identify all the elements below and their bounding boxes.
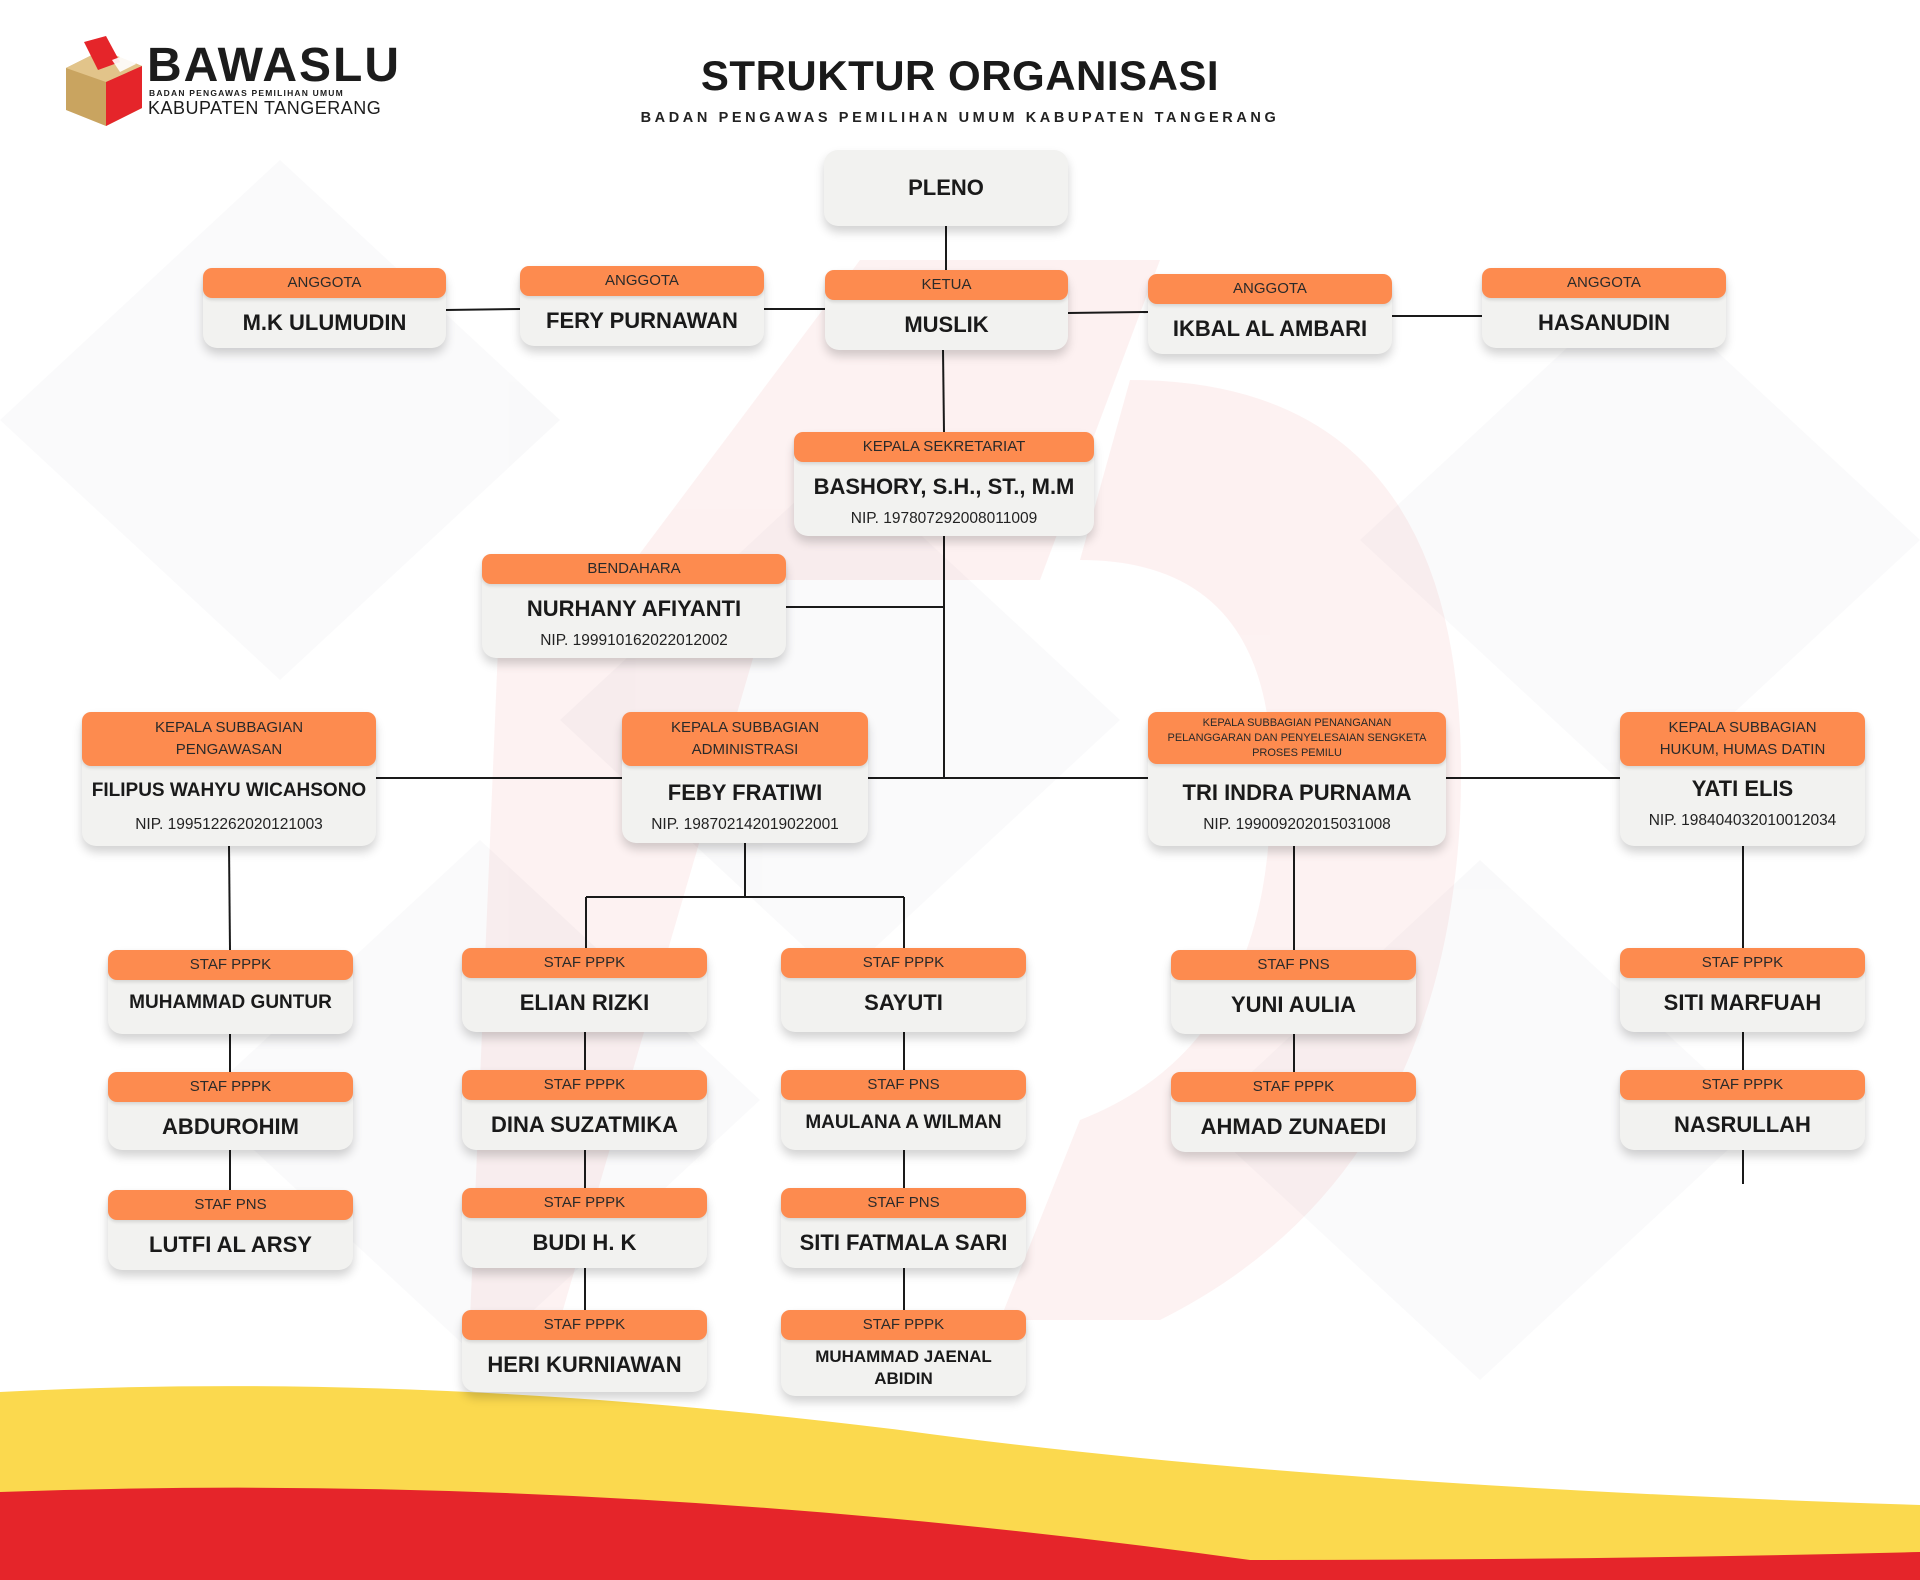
staff-box: STAF PNS SITI FATMALA SARI [781, 1188, 1026, 1268]
role-label: BENDAHARA [482, 554, 786, 584]
subbagian-name: FEBY FRATIWI [667, 780, 823, 805]
subbagian-administrasi-box: KEPALA SUBBAGIAN ADMINISTRASI FEBY FRATI… [622, 712, 868, 843]
staff-box: STAF PPPK AHMAD ZUNAEDI [1171, 1072, 1416, 1152]
staff-box: STAF PPPK SITI MARFUAH [1620, 948, 1865, 1032]
staff-name: ELIAN RIZKI [519, 990, 650, 1015]
staff-box: STAF PNS LUTFI AL ARSY [108, 1190, 353, 1270]
anggota-box: ANGGOTA FERY PURNAWAN [520, 266, 764, 346]
role-label: STAF PPPK [108, 950, 353, 980]
pleno-box: PLENO [824, 150, 1068, 226]
role-label: KETUA [825, 270, 1068, 300]
staff-box: STAF PPPK HERI KURNIAWAN [462, 1310, 707, 1392]
staff-name: MAULANA A WILMAN [805, 1112, 1002, 1133]
subbagian-name: YATI ELIS [1691, 776, 1794, 801]
subbagian-nip: NIP. 198702142019022001 [651, 816, 839, 833]
role-label: STAF PPPK [462, 1310, 707, 1340]
staff-box: STAF PPPK ABDUROHIM [108, 1072, 353, 1150]
role-label: KEPALA SUBBAGIAN ADMINISTRASI [622, 712, 868, 766]
staff-name: ABDUROHIM [162, 1114, 299, 1139]
role-label: KEPALA SUBBAGIAN PENANGANAN PELANGGARAN … [1148, 712, 1446, 764]
staff-box: STAF PNS YUNI AULIA [1171, 950, 1416, 1034]
anggota-box: ANGGOTA IKBAL AL AMBARI [1148, 274, 1392, 354]
role-label: ANGGOTA [1148, 274, 1392, 304]
subbagian-hukum-box: KEPALA SUBBAGIAN HUKUM, HUMAS DATIN YATI… [1620, 712, 1865, 846]
role-label: STAF PNS [108, 1190, 353, 1220]
role-label: STAF PPPK [1620, 1070, 1865, 1100]
staff-name: HERI KURNIAWAN [487, 1352, 682, 1377]
staff-box: STAF PPPK MUHAMMAD GUNTUR [108, 950, 353, 1034]
member-name: M.K ULUMUDIN [242, 310, 407, 335]
sekretariat-name: BASHORY, S.H., ST., M.M [813, 474, 1075, 499]
role-label: STAF PPPK [462, 1070, 707, 1100]
staff-name: MUHAMMAD JAENAL ABIDIN [815, 1347, 992, 1388]
staff-box: STAF PPPK NASRULLAH [1620, 1070, 1865, 1150]
role-label: STAF PPPK [1620, 948, 1865, 978]
page-title: STRUKTUR ORGANISASI [700, 52, 1220, 99]
role-label: KEPALA SUBBAGIAN HUKUM, HUMAS DATIN [1620, 712, 1865, 766]
staff-box: STAF PPPK SAYUTI [781, 948, 1026, 1032]
subbagian-nip: NIP. 198404032010012034 [1648, 812, 1837, 829]
staff-box: STAF PPPK ELIAN RIZKI [462, 948, 707, 1032]
staff-name: YUNI AULIA [1230, 992, 1357, 1017]
staff-name: NASRULLAH [1674, 1112, 1811, 1137]
member-name: FERY PURNAWAN [546, 308, 738, 333]
staff-name: DINA SUZATMIKA [491, 1112, 678, 1137]
subbagian-name: FILIPUS WAHYU WICAHSONO [91, 780, 367, 801]
anggota-box: ANGGOTA M.K ULUMUDIN [203, 268, 446, 348]
anggota-box: ANGGOTA HASANUDIN [1482, 268, 1726, 348]
role-label: STAF PPPK [462, 948, 707, 978]
staff-name: BUDI H. K [532, 1230, 637, 1255]
staff-box: STAF PPPK DINA SUZATMIKA [462, 1070, 707, 1150]
role-label: STAF PPPK [781, 1310, 1026, 1340]
role-label: STAF PPPK [781, 948, 1026, 978]
subbagian-penanganan-box: KEPALA SUBBAGIAN PENANGANAN PELANGGARAN … [1148, 712, 1446, 846]
ballot-box-icon [66, 36, 142, 126]
role-label: STAF PPPK [1171, 1072, 1416, 1102]
page-subtitle: BADAN PENGAWAS PEMILIHAN UMUM KABUPATEN … [640, 110, 1280, 126]
role-label: ANGGOTA [203, 268, 446, 298]
role-label: STAF PNS [1171, 950, 1416, 980]
role-label: STAF PPPK [108, 1072, 353, 1102]
role-label: KEPALA SEKRETARIAT [794, 432, 1094, 462]
ketua-box: KETUA MUSLIK [825, 270, 1068, 350]
staff-name: SITI MARFUAH [1663, 990, 1822, 1015]
role-label: STAF PNS [781, 1070, 1026, 1100]
staff-name: MUHAMMAD GUNTUR [129, 992, 332, 1013]
role-label: ANGGOTA [1482, 268, 1726, 298]
role-label: ANGGOTA [520, 266, 764, 296]
staff-box: STAF PPPK BUDI H. K [462, 1188, 707, 1268]
sekretariat-box: KEPALA SEKRETARIAT BASHORY, S.H., ST., M… [794, 432, 1094, 536]
logo-subtitle: BADAN PENGAWAS PEMILIHAN UMUM [149, 88, 344, 98]
member-name: HASANUDIN [1538, 310, 1670, 335]
staff-box: STAF PPPK MUHAMMAD JAENAL ABIDIN [781, 1310, 1026, 1396]
staff-box: STAF PNS MAULANA A WILMAN [781, 1070, 1026, 1150]
bendahara-box: BENDAHARA NURHANY AFIYANTI NIP. 19991016… [482, 554, 786, 658]
subbagian-nip: NIP. 199009202015031008 [1203, 816, 1391, 833]
member-name: IKBAL AL AMBARI [1172, 316, 1368, 341]
role-label: STAF PNS [781, 1188, 1026, 1218]
staff-name: LUTFI AL ARSY [149, 1232, 312, 1257]
subbagian-nip: NIP. 199512262020121003 [135, 816, 323, 833]
logo-name: BAWASLU [147, 39, 401, 92]
staff-name: SAYUTI [864, 990, 943, 1015]
role-label: STAF PPPK [462, 1188, 707, 1218]
logo-region: KABUPATEN TANGERANG [148, 98, 382, 118]
sekretariat-nip: NIP. 197807292008011009 [850, 510, 1038, 527]
subbagian-pengawasan-box: KEPALA SUBBAGIAN PENGAWASAN FILIPUS WAHY… [82, 712, 376, 846]
red-wave [0, 1487, 1920, 1580]
staff-name: AHMAD ZUNAEDI [1200, 1114, 1387, 1139]
role-label: KEPALA SUBBAGIAN PENGAWASAN [82, 712, 376, 766]
bendahara-name: NURHANY AFIYANTI [526, 596, 742, 621]
subbagian-name: TRI INDRA PURNAMA [1182, 780, 1412, 805]
bawaslu-logo: BAWASLU BADAN PENGAWAS PEMILIHAN UMUM KA… [62, 36, 402, 128]
staff-name: SITI FATMALA SARI [799, 1230, 1008, 1255]
ketua-name: MUSLIK [904, 312, 989, 337]
bendahara-nip: NIP. 199910162022012002 [540, 632, 728, 649]
